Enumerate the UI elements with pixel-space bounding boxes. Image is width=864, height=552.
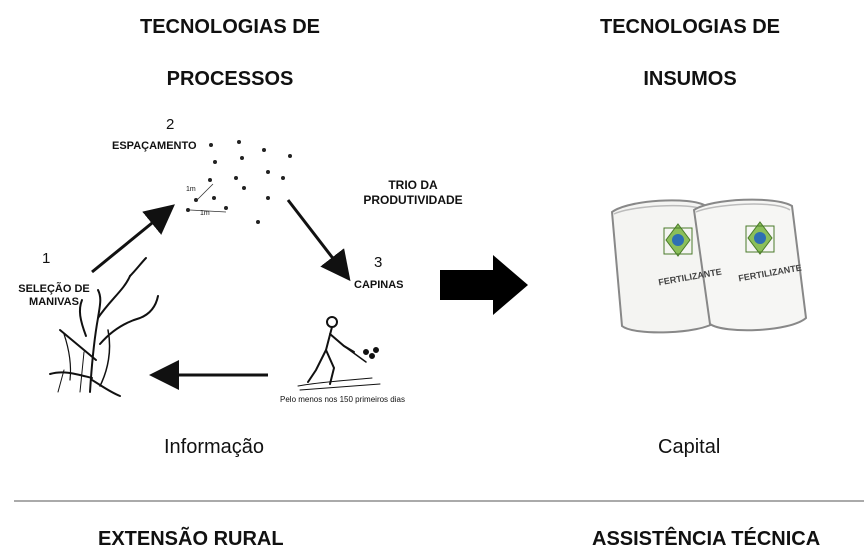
step-3-number: 3: [374, 254, 383, 271]
information-label: Informação: [164, 436, 265, 458]
weeding-figure-sketch: [297, 316, 381, 391]
step-3-label: CAPINAS: [354, 279, 404, 291]
arrow-to-weeding: [286, 199, 351, 282]
left-header-line1: TECNOLOGIAS DE: [139, 16, 320, 38]
step-1-number: 1: [42, 250, 51, 267]
big-right-arrow: [440, 255, 528, 315]
productivity-trio-line2: PRODUTIVIDADE: [363, 193, 463, 207]
productivity-trio-label: TRIO DA PRODUTIVIDADE: [338, 178, 488, 208]
fertilizer-bag-right: [692, 198, 808, 332]
cassava-plant-sketch: [49, 257, 159, 397]
right-header-line2: INSUMOS: [643, 68, 737, 90]
step-1-label-line1: SELEÇÃO DE: [18, 283, 90, 295]
productivity-trio-line1: TRIO DA: [388, 178, 438, 192]
step-1-label-line2: MANIVAS: [29, 296, 79, 308]
spacing-label-a: 1m: [186, 186, 196, 193]
step-2-number: 2: [166, 116, 175, 133]
step-2-label: ESPAÇAMENTO: [112, 140, 197, 152]
rural-extension-label: EXTENSÃO RURAL: [98, 528, 284, 550]
capital-label: Capital: [658, 436, 721, 458]
arrow-to-spacing: [91, 204, 175, 274]
spacing-label-b: 1m: [200, 210, 210, 217]
weeding-note: Pelo menos nos 150 primeiros dias: [280, 395, 405, 404]
right-header-line1: TECNOLOGIAS DE: [599, 16, 780, 38]
planting-grid-icon: [186, 140, 292, 224]
technical-assistance-label: ASSISTÊNCIA TÉCNICA: [592, 528, 821, 550]
left-header-line2: PROCESSOS: [166, 68, 294, 90]
